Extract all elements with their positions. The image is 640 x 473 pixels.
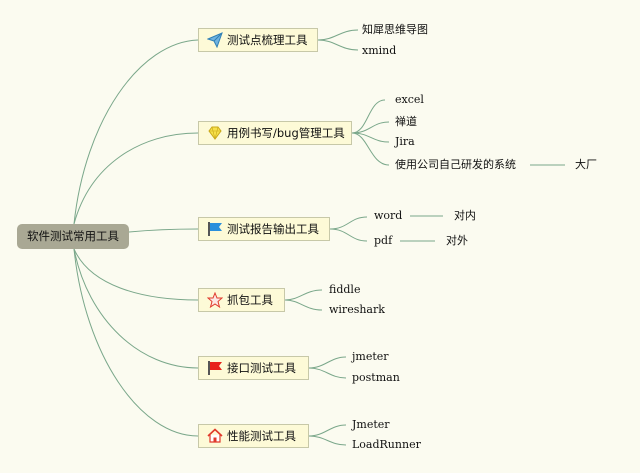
topic-report-tools[interactable]: 测试报告输出工具 bbox=[198, 217, 330, 241]
link-root-topic-6 bbox=[73, 248, 199, 437]
topic-label: 用例书写/bug管理工具 bbox=[227, 126, 345, 140]
leaf-fiddle[interactable]: fiddle bbox=[329, 283, 361, 296]
topic-test-point-tools[interactable]: 测试点梳理工具 bbox=[198, 28, 318, 52]
topic-capture-tools[interactable]: 抓包工具 bbox=[198, 288, 285, 312]
star-icon bbox=[206, 291, 224, 309]
link-root-topic-2 bbox=[73, 132, 199, 225]
topic-label: 测试报告输出工具 bbox=[227, 222, 319, 236]
leaf-jira[interactable]: Jira bbox=[395, 135, 415, 148]
root-node[interactable]: 软件测试常用工具 bbox=[17, 224, 129, 249]
leaf-internal[interactable]: 对内 bbox=[454, 209, 476, 222]
topic-label: 抓包工具 bbox=[227, 293, 273, 307]
leaf-word[interactable]: word bbox=[374, 209, 403, 222]
leaf-external[interactable]: 对外 bbox=[446, 234, 468, 247]
topic-label: 性能测试工具 bbox=[227, 429, 296, 443]
paper-plane-icon bbox=[206, 32, 223, 49]
diamond-icon bbox=[207, 125, 223, 141]
leaf-zhixi-mindmap[interactable]: 知犀思维导图 bbox=[362, 23, 428, 36]
red-flag-icon bbox=[207, 360, 223, 376]
topic-label: 测试点梳理工具 bbox=[227, 33, 308, 47]
topic-label: 接口测试工具 bbox=[227, 361, 296, 375]
house-icon bbox=[207, 428, 223, 444]
leaf-jmeter-perf[interactable]: Jmeter bbox=[352, 418, 390, 431]
leaf-jmeter[interactable]: jmeter bbox=[352, 350, 389, 363]
leaf-excel[interactable]: excel bbox=[395, 93, 424, 106]
topic-api-tools[interactable]: 接口测试工具 bbox=[198, 356, 309, 380]
link-root-topic-5 bbox=[73, 248, 199, 369]
topic-case-bug-tools[interactable]: 用例书写/bug管理工具 bbox=[198, 121, 352, 145]
leaf-wireshark[interactable]: wireshark bbox=[329, 303, 385, 316]
link-root-topic-4 bbox=[73, 248, 199, 301]
leaf-big-company[interactable]: 大厂 bbox=[575, 158, 597, 171]
leaf-chandao[interactable]: 禅道 bbox=[395, 115, 417, 128]
blue-flag-icon bbox=[207, 221, 223, 237]
leaf-xmind[interactable]: xmind bbox=[362, 44, 397, 57]
leaf-postman[interactable]: postman bbox=[352, 371, 400, 384]
leaf-pdf[interactable]: pdf bbox=[374, 234, 393, 247]
link-root-topic-1 bbox=[73, 39, 199, 225]
leaf-company-system[interactable]: 使用公司自己研发的系统 bbox=[395, 158, 516, 171]
topic-performance-tools[interactable]: 性能测试工具 bbox=[198, 424, 309, 448]
leaf-loadrunner[interactable]: LoadRunner bbox=[352, 438, 421, 451]
link-root-topic-3 bbox=[128, 228, 199, 233]
